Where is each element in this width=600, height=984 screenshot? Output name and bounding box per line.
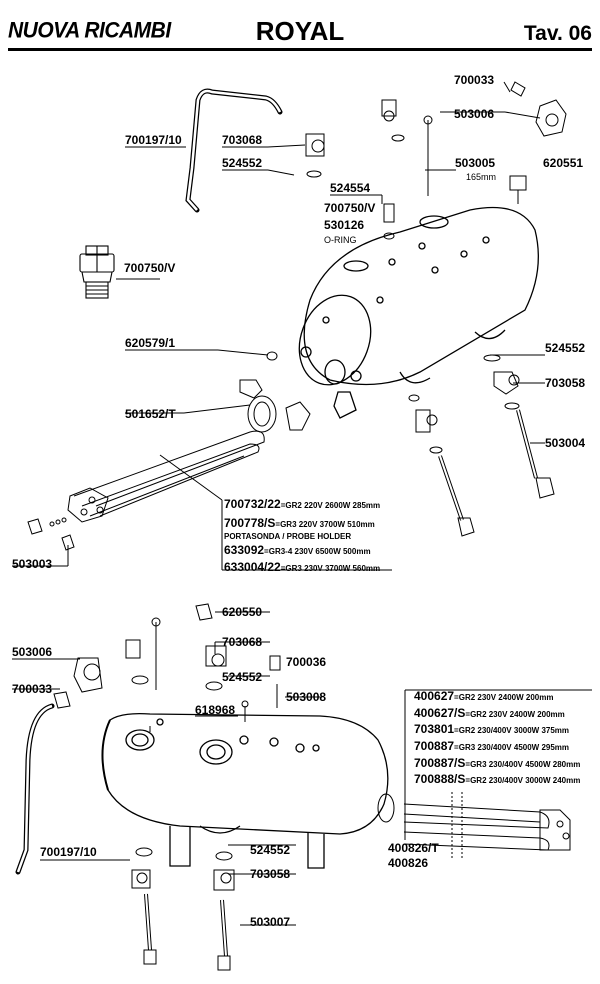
label-703068-top: 703068	[222, 133, 263, 147]
label-620551: 620551	[543, 156, 584, 170]
label-oring: O-RING	[324, 235, 357, 245]
label-700750v-small: 700750/V	[324, 201, 376, 215]
top-leader-lines	[12, 81, 545, 571]
table-number: Tav. 06	[523, 22, 592, 45]
top-heating-element	[27, 379, 311, 551]
header-rule	[8, 48, 592, 51]
top-pipe-700197	[185, 88, 283, 213]
label-503003: 503003	[12, 557, 53, 571]
label-703068-bottom: 703068	[222, 635, 263, 649]
valve-700750v	[79, 245, 115, 299]
spec-row: 400627/S=GR2 230V 2400W 200mm	[414, 706, 565, 720]
bottom-heating-element	[377, 792, 571, 858]
spec-row: PORTASONDA / PROBE HOLDER	[224, 532, 352, 541]
label-524552-top-b: 524552	[545, 341, 586, 355]
bottom-leader-lines	[12, 611, 592, 926]
bottom-small-fittings	[53, 603, 281, 732]
label-524554: 524554	[330, 181, 371, 195]
label-700036: 700036	[286, 655, 327, 669]
spec-row: 633004/22=GR3 230V 3700W 560mm	[224, 560, 381, 574]
label-503006-top: 503006	[454, 107, 495, 121]
spec-row: 700778/S=GR3 220V 3700W 510mm	[224, 516, 375, 530]
label-524552-top-a: 524552	[222, 156, 263, 170]
label-503004: 503004	[545, 436, 586, 450]
label-524552-bottom-b: 524552	[250, 843, 291, 857]
label-530126: 530126	[324, 218, 365, 232]
page-title: ROYAL	[255, 16, 345, 46]
label-524552-bottom-a: 524552	[222, 670, 263, 684]
bottom-boiler-tank	[101, 712, 389, 869]
label-503006-bottom: 503006	[12, 645, 53, 659]
plug-620579	[266, 351, 278, 361]
label-503005: 503005	[455, 156, 496, 170]
label-703058-top: 703058	[545, 376, 586, 390]
label-703058-bottom: 703058	[250, 867, 291, 881]
spec-row: 633092=GR3-4 230V 6500W 500mm	[224, 543, 371, 557]
label-620550: 620550	[222, 605, 263, 619]
bottom-lower-fittings	[131, 847, 235, 971]
label-503007: 503007	[250, 915, 291, 929]
spec-row: 700887=GR3 230/400V 4500W 295mm	[414, 739, 570, 753]
label-400826: 400826	[388, 856, 429, 870]
label-700197-10-top: 700197/10	[125, 133, 182, 147]
header: NUOVA RICAMBI ROYAL Tav. 06	[0, 0, 600, 52]
label-700750v: 700750/V	[124, 261, 176, 275]
label-620579-1: 620579/1	[125, 336, 176, 350]
top-boiler-tank	[298, 206, 539, 419]
label-700197-10-bottom: 700197/10	[40, 845, 97, 859]
label-700033-bottom: 700033	[12, 682, 53, 696]
label-503008: 503008	[286, 690, 327, 704]
spec-row: 700888/S=GR2 230/400V 3000W 240mm	[414, 772, 581, 786]
top-small-fittings	[305, 81, 567, 240]
spec-row: 400627=GR2 230V 2400W 200mm	[414, 689, 554, 703]
brand-logo: NUOVA RICAMBI	[8, 18, 171, 43]
spec-row: 700732/22=GR2 220V 2600W 285mm	[224, 497, 381, 511]
spec-row: 700887/S=GR3 230/400V 4500W 280mm	[414, 756, 581, 770]
label-618968: 618968	[195, 703, 236, 717]
label-501652t: 501652/T	[125, 407, 176, 421]
label-503005-length: 165mm	[466, 172, 497, 182]
top-right-fittings	[408, 354, 555, 537]
label-700033-top: 700033	[454, 73, 495, 87]
label-400826t: 400826/T	[388, 841, 439, 855]
spec-row: 703801=GR2 230/400V 3000W 375mm	[414, 722, 570, 736]
